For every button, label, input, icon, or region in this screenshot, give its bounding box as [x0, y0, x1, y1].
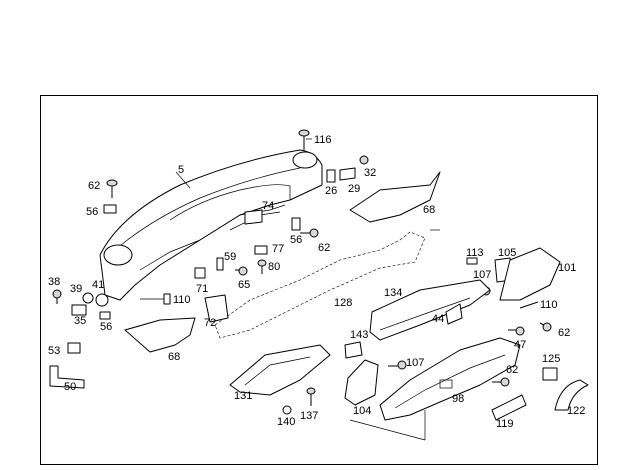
nut-part-32: [359, 155, 369, 165]
trim-part-101: [499, 247, 561, 301]
bracket-part-26: [326, 169, 336, 183]
ring-part-41: [95, 293, 109, 307]
clip-part-143: [344, 341, 363, 359]
label-80: 80: [268, 261, 280, 273]
label-101: 101: [558, 262, 576, 274]
label-137: 137: [300, 410, 318, 422]
screw-part-62d: [492, 377, 510, 387]
label-107b: 107: [406, 357, 424, 369]
clip-part-56a: [103, 204, 117, 214]
clip-part-56c: [99, 311, 111, 320]
label-47: 47: [514, 339, 526, 351]
clip-part-110a: [163, 293, 171, 305]
trim-part-72: [204, 294, 229, 323]
screw-part-116: [298, 129, 310, 150]
insulation-mat-part-128: [214, 231, 426, 339]
label-50: 50: [64, 381, 76, 393]
screw-part-62a: [106, 179, 118, 198]
trim-part-119: [491, 394, 527, 421]
label-62c: 62: [558, 327, 570, 339]
label-98: 98: [452, 393, 464, 405]
label-119: 119: [496, 418, 514, 430]
label-44: 44: [432, 313, 444, 325]
label-116: 116: [314, 134, 332, 146]
label-122: 122: [567, 405, 585, 417]
label-104: 104: [353, 405, 371, 417]
dashboard-panel-part-5: [99, 149, 323, 301]
label-26: 26: [325, 185, 337, 197]
label-56a: 56: [86, 206, 98, 218]
screw-part-62c: [539, 322, 552, 332]
label-125: 125: [542, 353, 560, 365]
label-62b: 62: [318, 242, 330, 254]
label-32: 32: [364, 167, 376, 179]
label-68b: 68: [168, 351, 180, 363]
label-35: 35: [74, 315, 86, 327]
clip-part-113: [466, 257, 478, 265]
label-143: 143: [350, 329, 368, 341]
leader-lines: [140, 138, 440, 441]
bracket-part-104: [344, 359, 379, 406]
bracket-part-50: [49, 365, 85, 389]
trim-part-122: [554, 379, 589, 411]
label-107a: 107: [473, 269, 491, 281]
label-59: 59: [224, 251, 236, 263]
lower-panel-part-131: [229, 344, 331, 396]
screw-part-65: [235, 266, 248, 276]
part-labels: 116 5 26 29 32 62 56 68 74 56 62 77 80 5…: [48, 134, 585, 430]
label-71: 71: [196, 283, 208, 295]
clip-part-56b: [291, 217, 301, 231]
label-65: 65: [238, 279, 250, 291]
screw-part-47: [508, 326, 525, 336]
label-128: 128: [334, 297, 352, 309]
label-140: 140: [277, 416, 295, 428]
label-5: 5: [178, 164, 184, 176]
glove-box-lid-part-98: [379, 337, 521, 421]
label-41: 41: [92, 279, 104, 291]
screw-part-137: [306, 387, 316, 406]
clip-part-53: [67, 342, 81, 354]
trim-panel-part-68a: [349, 171, 441, 223]
clip-part-59: [216, 257, 224, 271]
screw-part-38: [52, 289, 62, 304]
label-62d: 62: [506, 364, 518, 376]
label-56b: 56: [290, 234, 302, 246]
label-131: 131: [234, 390, 252, 402]
clip-part-77: [254, 245, 268, 255]
screw-part-107b: [388, 360, 407, 370]
label-105: 105: [498, 247, 516, 259]
label-113: 113: [466, 247, 484, 259]
ring-part-39: [82, 292, 94, 304]
trim-panel-part-68b: [124, 317, 196, 353]
bracket-part-35: [71, 304, 87, 316]
label-134: 134: [384, 287, 402, 299]
bracket-part-74: [244, 209, 263, 225]
label-110b: 110: [540, 299, 558, 311]
clip-part-140: [282, 405, 292, 415]
frame-part-134: [369, 279, 491, 341]
screw-part-80: [257, 259, 267, 274]
label-77: 77: [272, 243, 284, 255]
clip-part-125: [542, 367, 558, 381]
label-74: 74: [262, 200, 274, 212]
label-110a: 110: [173, 294, 191, 306]
label-39: 39: [70, 283, 82, 295]
label-62a: 62: [88, 180, 100, 192]
label-72: 72: [204, 317, 216, 329]
rod-part-110b: [519, 301, 539, 309]
label-68a: 68: [423, 204, 435, 216]
label-53: 53: [48, 345, 60, 357]
bracket-part-29: [339, 167, 356, 181]
label-56c: 56: [100, 321, 112, 333]
label-38: 38: [48, 276, 60, 288]
label-29: 29: [348, 183, 360, 195]
clip-part-71: [194, 267, 206, 279]
screw-part-62b: [300, 228, 319, 238]
bracket-part-44: [445, 303, 463, 325]
